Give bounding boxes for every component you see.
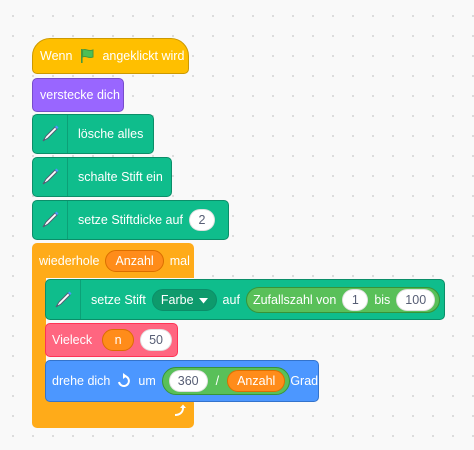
pen-size-input[interactable]: 2	[188, 209, 215, 231]
turn-right-block[interactable]: drehe dich um 360 / Anzahl Grad	[45, 360, 319, 402]
polygon-custom-block[interactable]: Vieleck n 50	[45, 323, 178, 357]
pen-param-dropdown[interactable]: Farbe	[151, 288, 217, 311]
pen-down-label: schalte Stift ein	[78, 170, 163, 184]
random-from-input[interactable]: 1	[342, 288, 369, 311]
hide-label: verstecke dich	[40, 88, 120, 102]
dividend-input[interactable]: 360	[168, 370, 208, 392]
pen-icon	[33, 201, 68, 239]
pen-clear-block[interactable]: lösche alles	[32, 114, 154, 154]
dropdown-value: Farbe	[160, 292, 194, 307]
pen-icon	[33, 158, 68, 196]
anzahl-variable-reporter[interactable]: Anzahl	[105, 249, 164, 272]
loop-arrow-icon	[172, 403, 188, 424]
repeat-label: wiederhole	[39, 253, 100, 268]
pen-size-label: setze Stiftdicke auf	[78, 213, 183, 227]
random-number-reporter[interactable]: Zufallszahl von 1 bis 100	[245, 286, 441, 313]
random-to-input[interactable]: 100	[396, 288, 436, 311]
n-argument-reporter[interactable]: n	[102, 329, 135, 351]
set-pen-size-block[interactable]: setze Stiftdicke auf 2	[32, 200, 229, 240]
green-flag-icon	[78, 47, 96, 65]
repeat-times-label: mal	[169, 253, 190, 268]
random-to-label: bis	[374, 292, 391, 307]
turn-label: drehe dich	[52, 374, 111, 388]
pen-icon	[46, 280, 81, 319]
divide-label: /	[215, 374, 220, 388]
polygon-label: Vieleck	[52, 333, 93, 347]
pen-down-block[interactable]: schalte Stift ein	[32, 157, 172, 197]
set-pen-label: setze Stift	[91, 292, 146, 307]
hat-label: Wenn	[40, 49, 73, 63]
divide-operator-reporter[interactable]: 360 / Anzahl	[161, 367, 291, 395]
rotate-right-icon	[116, 373, 132, 389]
hide-block[interactable]: verstecke dich	[32, 78, 124, 112]
pen-icon	[33, 115, 68, 153]
turn-by-label: um	[138, 374, 156, 388]
set-pen-color-block[interactable]: setze Stift Farbe auf Zufallszahl von 1 …	[45, 279, 445, 320]
caret-down-icon	[198, 293, 208, 307]
repeat-block[interactable]: wiederhole Anzahl mal	[32, 243, 194, 431]
degrees-label: Grad	[290, 374, 319, 388]
set-pen-to-label: auf	[222, 292, 240, 307]
random-label: Zufallszahl von	[252, 292, 337, 307]
hat-label-2: angeklickt wird	[102, 49, 185, 63]
clear-label: lösche alles	[78, 127, 144, 141]
anzahl-variable-reporter-2[interactable]: Anzahl	[227, 370, 286, 392]
when-flag-clicked-block[interactable]: Wenn angeklickt wird	[32, 38, 189, 74]
polygon-size-input[interactable]: 50	[140, 329, 172, 351]
